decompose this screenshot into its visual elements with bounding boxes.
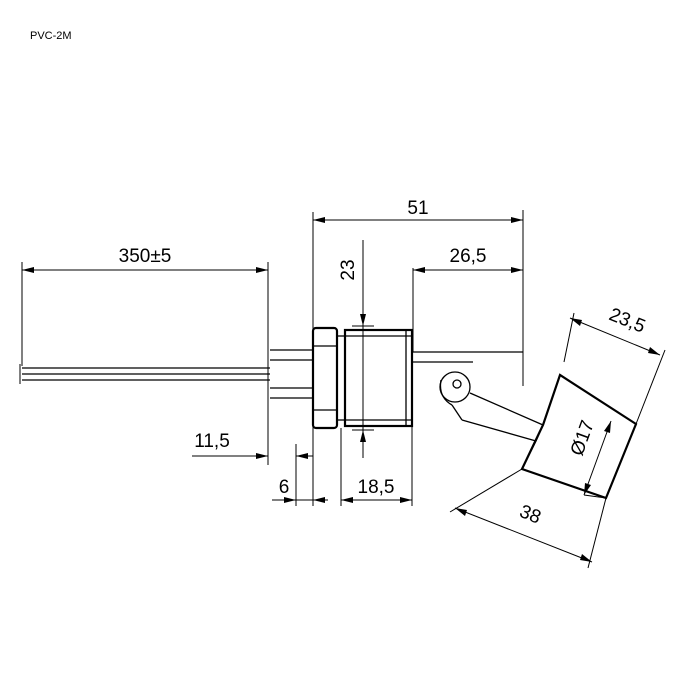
float-arm (451, 392, 544, 442)
model-label: PVC-2M (30, 30, 72, 42)
dim-body-length: 18,5 (358, 477, 395, 498)
dim-float-offset: 26,5 (450, 246, 487, 267)
pivot (439, 371, 471, 406)
dim-float-length: 38 (516, 501, 543, 528)
dim-nut-offset: 11,5 (194, 431, 230, 452)
dim-thread-diameter: 23 (338, 259, 359, 280)
cable (19, 364, 270, 384)
hex-nut (311, 326, 346, 430)
dim-float-diameter: Ø17 (567, 418, 599, 459)
dimension-lines (22, 217, 661, 563)
dim-overall-length: 51 (407, 198, 428, 219)
float (520, 373, 638, 500)
wire-stubs (270, 349, 313, 399)
dim-float-width: 23,5 (606, 304, 648, 337)
dim-nut-thickness: 6 (279, 477, 290, 498)
extension-lines (21, 210, 666, 569)
stem (412, 351, 523, 363)
threaded-body (343, 328, 414, 428)
dim-cable-length: 350±5 (119, 246, 172, 267)
